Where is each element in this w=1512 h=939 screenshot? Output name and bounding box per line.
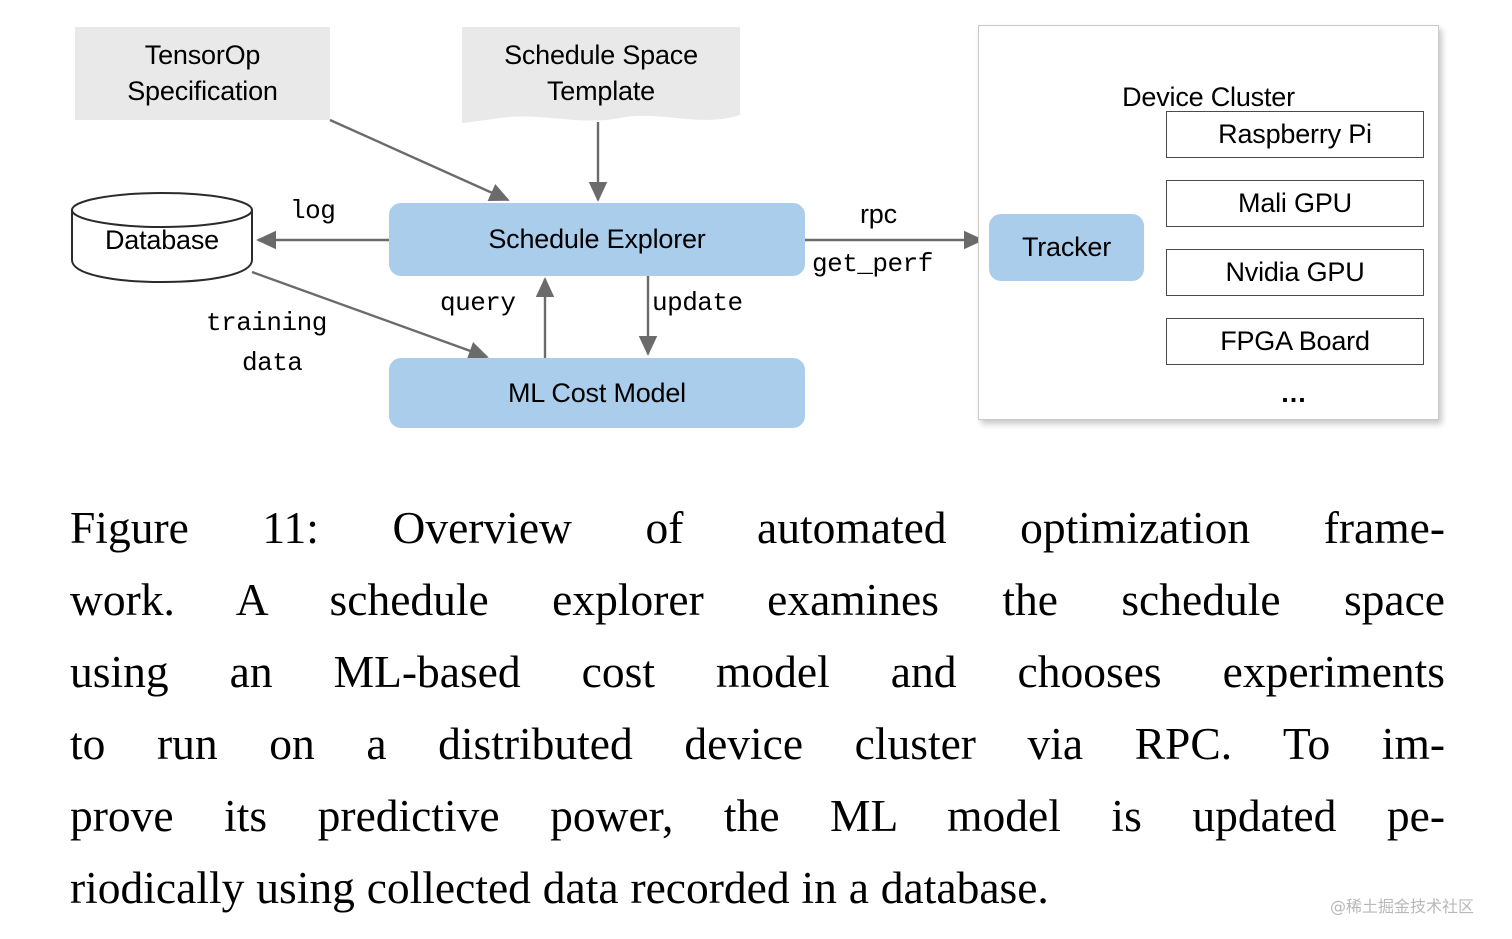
device-box-nvidia-gpu: Nvidia GPU: [1166, 249, 1424, 296]
schedule-space-template-box: Schedule Space Template: [462, 30, 740, 118]
caption-line: riodically using collected data recorded…: [70, 862, 1049, 913]
tracker-label: Tracker: [1021, 232, 1112, 262]
caption-line: using an ML-based cost model and chooses…: [70, 646, 1445, 697]
tensorop-specification-label: TensorOp Specification: [127, 39, 278, 106]
schedule-explorer-box: Schedule Explorer: [389, 203, 805, 276]
caption-line: prove its predictive power, the ML model…: [70, 790, 1445, 841]
edge-label-get-perf: get_perf: [812, 249, 933, 279]
edge-label-query: query: [440, 288, 516, 318]
device-box-fpga-board: FPGA Board: [1166, 318, 1424, 365]
figure-caption: Figure 11: Overview of automated optimiz…: [70, 492, 1445, 924]
device-box-raspberry-pi: Raspberry Pi: [1166, 111, 1424, 158]
edge-tensorop-to-explorer: [329, 118, 510, 202]
device-label: FPGA Board: [1220, 326, 1370, 356]
edge-label-rpc: rpc: [860, 199, 897, 229]
device-cluster-panel: Device Cluster Tracker Raspberry Pi Mali…: [978, 25, 1439, 420]
device-label: Raspberry Pi: [1218, 119, 1372, 149]
caption-line: to run on a distributed device cluster v…: [70, 718, 1445, 769]
caption-line: work. A schedule explorer examines the s…: [70, 574, 1445, 625]
ml-cost-model-label: ML Cost Model: [508, 377, 686, 408]
tensorop-specification-box: TensorOp Specification: [75, 27, 330, 120]
device-label: Mali GPU: [1238, 188, 1352, 218]
framework-overview-diagram: TensorOp Specification Schedule Space Te…: [71, 25, 1439, 428]
device-label: Nvidia GPU: [1225, 257, 1365, 287]
device-list-ellipsis: ...: [1281, 378, 1307, 408]
tracker-box: Tracker: [989, 214, 1144, 281]
edge-label-log: log: [290, 196, 336, 226]
ml-cost-model-box: ML Cost Model: [389, 358, 805, 428]
database-node: Database: [72, 225, 252, 256]
device-box-mali-gpu: Mali GPU: [1166, 180, 1424, 227]
database-label: Database: [105, 225, 219, 255]
site-watermark: @稀土掘金技术社区: [1330, 897, 1475, 916]
device-cluster-title: Device Cluster: [1122, 82, 1295, 112]
edge-label-data: data: [242, 348, 303, 378]
schedule-space-template-label: Schedule Space Template: [504, 40, 698, 106]
edge-label-training: training: [206, 308, 327, 338]
caption-line: Figure 11: Overview of automated optimiz…: [70, 502, 1445, 553]
schedule-explorer-label: Schedule Explorer: [488, 224, 706, 254]
edge-label-update: update: [652, 288, 743, 318]
